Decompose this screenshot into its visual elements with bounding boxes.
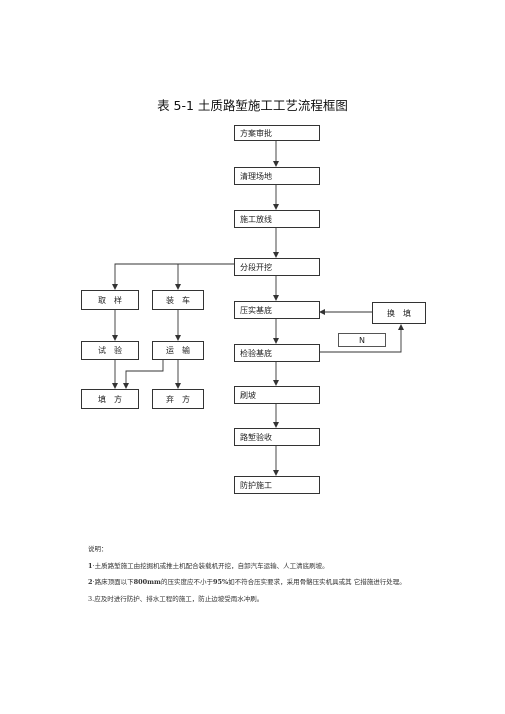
box-huantian: 换填	[372, 302, 426, 324]
note-3: 3.应及时进行防护、排水工程的施工，防止边坡受雨水冲刷。	[88, 595, 264, 603]
box-qiyang: 取样	[81, 290, 139, 310]
box-yunshu: 运输	[152, 341, 204, 360]
box-zhuangche: 装车	[152, 290, 204, 310]
box-tianfang: 填方	[81, 389, 139, 409]
box-qifang: 弃方	[152, 389, 204, 409]
box-qingli: 清理场地	[234, 167, 320, 185]
note-2-percent: 95%	[212, 578, 229, 586]
box-shuapo: 刷坡	[234, 386, 320, 404]
notes-section: 说明： 1·土质路堑施工由挖掘机或推土机配合装载机开挖，自卸汽车运输、人工清底刷…	[88, 544, 433, 605]
box-yashi: 压实基底	[234, 301, 320, 319]
arrow-jianyan-huantian	[318, 324, 404, 353]
note-1-text: ·土质路堑施工由挖掘机或推土机配合装载机开挖，自卸汽车运输、人工清底刷坡。	[92, 562, 329, 570]
arrow-yunshu-tianfang	[123, 360, 164, 389]
box-jianyan: 检验基底	[234, 344, 320, 362]
box-yanshou: 路堑验收	[234, 428, 320, 446]
note-2-part-c: 的压实度应不小于	[160, 578, 213, 586]
box-fangxian: 施工放线	[234, 210, 320, 228]
branch-kaiwa-left	[112, 263, 234, 290]
note-2-part-a: ·路床顶面以下	[92, 578, 134, 586]
note-1: 1·土质路堑施工由挖掘机或推土机配合装载机开挖，自卸汽车运输、人工清底刷坡。	[88, 561, 433, 572]
box-shiyan: 试验	[81, 341, 139, 360]
diagram-title: 表 5-1 土质路堑施工工艺流程框图	[157, 98, 348, 113]
box-fangan: 方案审批	[234, 125, 320, 141]
box-kaiwa: 分段开挖	[234, 258, 320, 276]
notes-heading: 说明：	[88, 545, 108, 553]
box-fanghu: 防护施工	[234, 476, 320, 494]
note-2-number: 2	[88, 578, 93, 586]
note-2: 2·路床顶面以下800mm的压实度应不小于95%如不符合压实要求，采用骨骼压实机…	[88, 577, 433, 588]
note-2-part-e: 如不符合压实要求，采用骨骼压实机具或其 它措施进行处理。	[228, 578, 406, 586]
box-n-label: N	[338, 333, 386, 347]
note-1-number: 1	[88, 562, 93, 570]
note-2-depth: 800mm	[133, 578, 161, 586]
